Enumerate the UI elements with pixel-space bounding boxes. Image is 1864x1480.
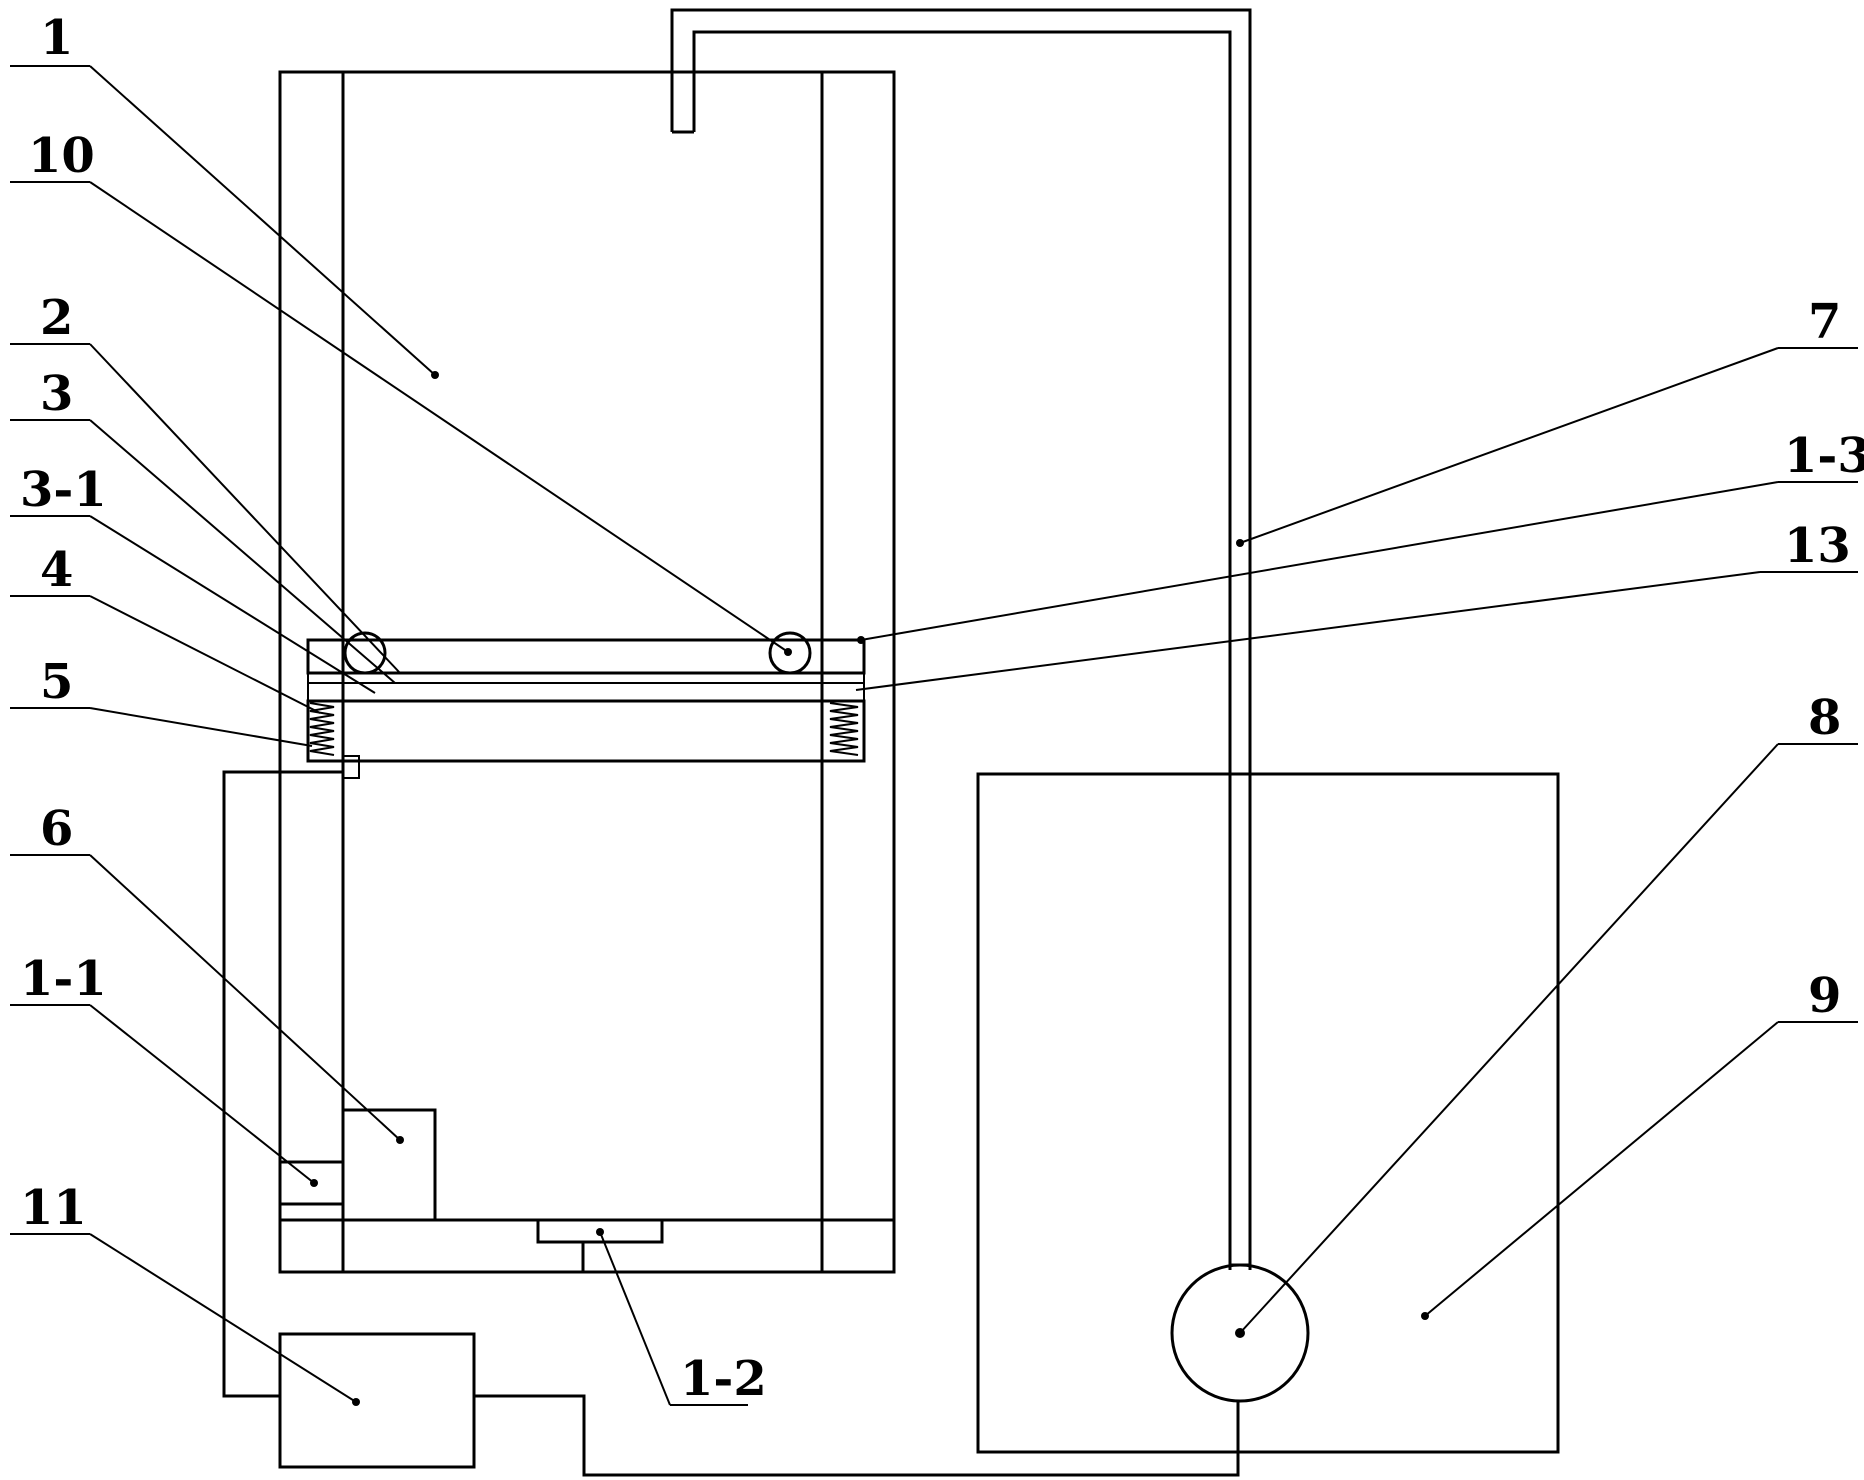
wire-controller-latch <box>222 770 343 1398</box>
label-4: 4 <box>40 542 73 598</box>
tank-9 <box>976 772 1560 1454</box>
label-1-3: 1-3 <box>1784 428 1864 484</box>
drain-1-2 <box>536 1218 664 1244</box>
label-10: 10 <box>28 128 95 184</box>
right-spring <box>829 702 859 756</box>
leader-lines <box>10 65 1858 1406</box>
filter-plate <box>307 682 865 702</box>
label-11: 11 <box>20 1180 87 1236</box>
float-ball-right <box>768 631 812 675</box>
float-plate-assembly <box>306 631 866 779</box>
pipe-7 <box>670 8 1252 1270</box>
labels: 1 10 2 3 3-1 4 5 6 1-1 11 1-2 7 1-3 13 8… <box>20 10 1864 1407</box>
label-1: 1 <box>40 10 73 66</box>
upper-tray <box>306 638 866 675</box>
support-plate <box>306 699 866 763</box>
inner-chamber <box>341 70 824 1222</box>
component-6 <box>341 1108 437 1222</box>
label-2: 2 <box>40 290 73 346</box>
float-ball-left <box>343 631 387 675</box>
label-5: 5 <box>40 654 73 710</box>
label-3: 3 <box>40 366 73 422</box>
port-1-1 <box>278 1160 345 1206</box>
label-3-1: 3-1 <box>20 462 107 518</box>
label-1-1: 1-1 <box>20 951 107 1007</box>
bottom-wall <box>278 1218 896 1274</box>
label-8: 8 <box>1808 690 1841 746</box>
label-9: 9 <box>1808 968 1841 1024</box>
label-1-2: 1-2 <box>680 1351 767 1407</box>
label-6: 6 <box>40 801 73 857</box>
label-7: 7 <box>1808 294 1841 350</box>
wire-controller-pump <box>474 1394 1240 1477</box>
label-13: 13 <box>1784 518 1851 574</box>
controller-11 <box>278 1332 476 1469</box>
left-spring <box>309 702 335 756</box>
latch <box>342 755 360 779</box>
